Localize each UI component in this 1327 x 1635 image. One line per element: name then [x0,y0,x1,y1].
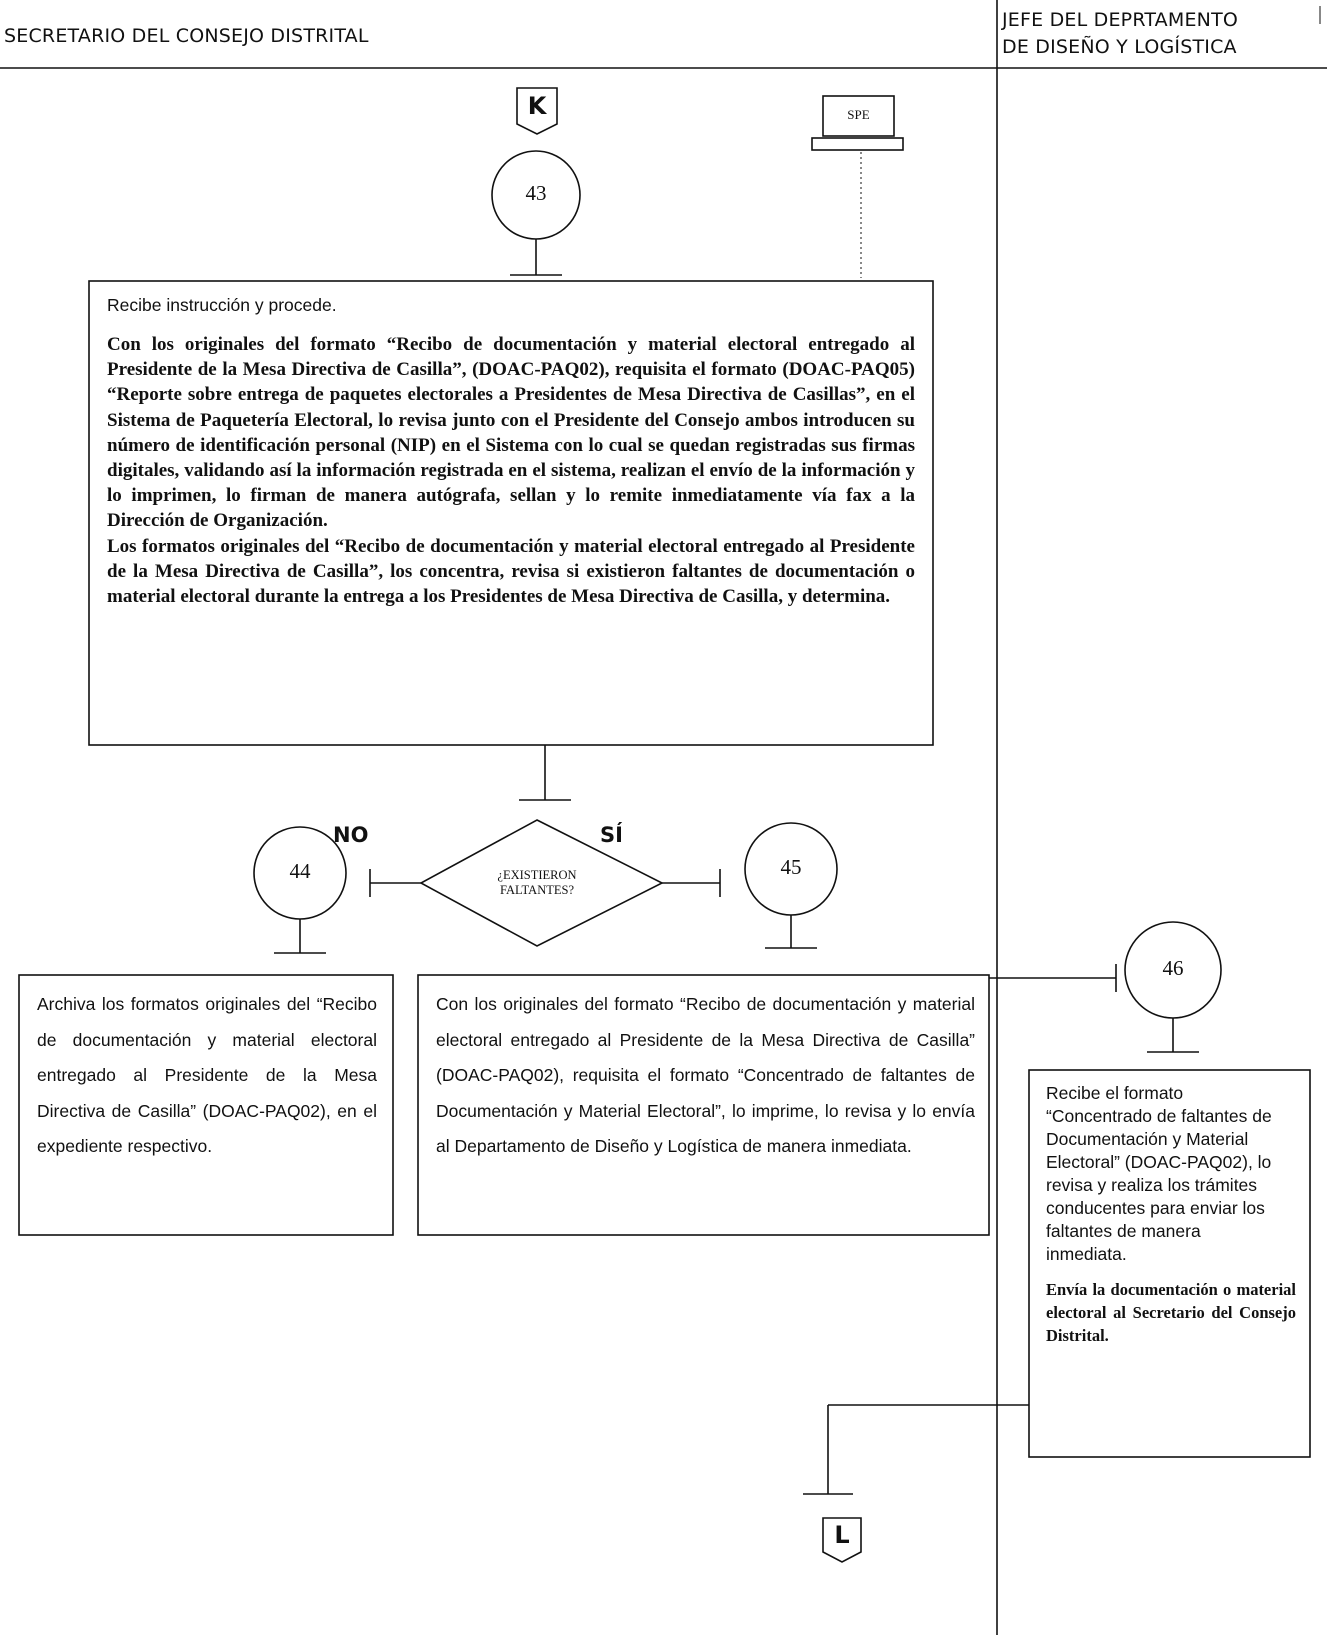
box-43-frame [88,280,934,746]
box-43-paragraph-1: Con los originales del formato “Recibo d… [107,334,915,532]
connector-l-shape [822,1517,862,1563]
decision-no-label: NO [333,823,369,847]
box-44-frame [18,974,394,1236]
decision-yes-label: SÍ [600,823,623,847]
step-45-number: 45 [780,855,802,879]
box-46-frame [1028,1069,1311,1458]
lane-title-jefe-line2: DE DISEÑO Y LOGÍSTICA [1002,36,1237,58]
box-46: Recibe el formato “Concentrado de faltan… [1029,1070,1310,1457]
box-43-intro: Recibe instrucción y procede. [107,295,337,315]
box-43: Recibe instrucción y procede. Con los or… [89,281,933,745]
lane-title-secretario: SECRETARIO DEL CONSEJO DISTRITAL [4,25,369,47]
box-45-text: Con los originales del formato “Recibo d… [436,994,975,1156]
lane-title-jefe-line1: JEFE DEL DEPRTAMENTO [1002,9,1239,31]
step-43-number: 43 [525,181,547,205]
connector-l-label: L [834,1521,850,1549]
box-44: Archiva los formatos originales del “Rec… [19,975,393,1235]
box-46-text: Recibe el formato “Concentrado de faltan… [1046,1083,1272,1264]
step-46-number: 46 [1162,956,1184,980]
spe-monitor [822,95,895,137]
connector-k-label: K [527,92,547,120]
box-45-frame [417,974,990,1236]
decision-diamond [419,819,664,947]
box-44-text: Archiva los formatos originales del “Rec… [37,994,377,1156]
box-45: Con los originales del formato “Recibo d… [418,975,989,1235]
spe-label: SPE [847,107,870,122]
decision-question-line1: ¿EXISTIERON [497,868,577,882]
box-43-paragraph-2: Los formatos originales del “Recibo de d… [107,535,915,608]
step-44-number: 44 [289,859,311,883]
decision-question-line2: FALTANTES? [500,883,574,897]
box-46-bold-text: Envía la documentación o material electo… [1046,1280,1296,1345]
spe-base [811,137,904,151]
connector-k-shape [516,87,558,135]
